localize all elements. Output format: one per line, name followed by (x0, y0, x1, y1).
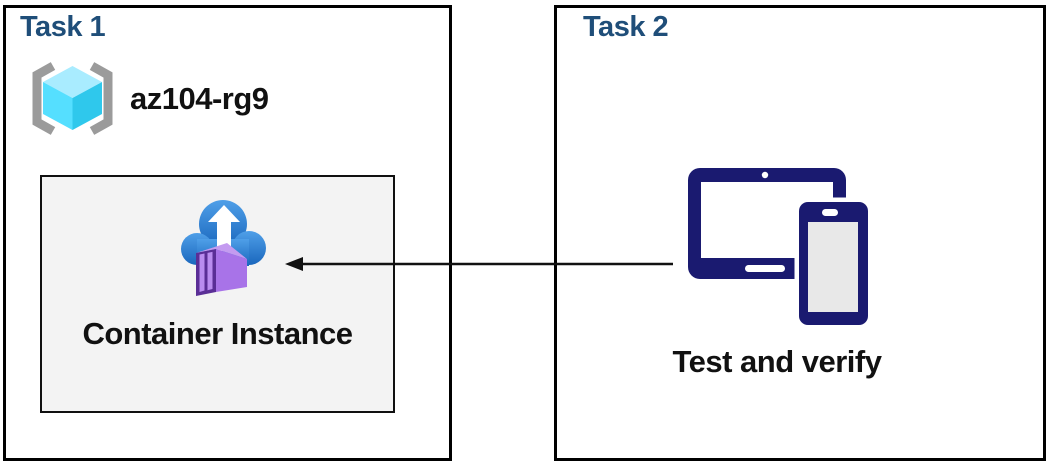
upload-arrow-icon (208, 205, 240, 251)
resource-group-icon (32, 62, 113, 135)
bracket-right-icon (89, 62, 113, 135)
container-instance-label: Container Instance (82, 316, 353, 351)
resource-group-name: az104-rg9 (130, 81, 269, 116)
tablet-phone-icon (688, 168, 873, 330)
container-box-icon (196, 243, 247, 296)
cube-icon (43, 66, 102, 130)
phone-speaker-icon (822, 209, 838, 216)
tablet-home-button-icon (745, 265, 785, 272)
test-and-verify-label: Test and verify (672, 344, 882, 379)
tablet-camera-icon (761, 171, 769, 179)
task1-title: Task 1 (20, 11, 106, 43)
task2-title: Task 2 (583, 11, 669, 43)
container-instance-icon (181, 200, 266, 296)
phone-icon (794, 197, 873, 330)
bracket-left-icon (32, 62, 56, 135)
